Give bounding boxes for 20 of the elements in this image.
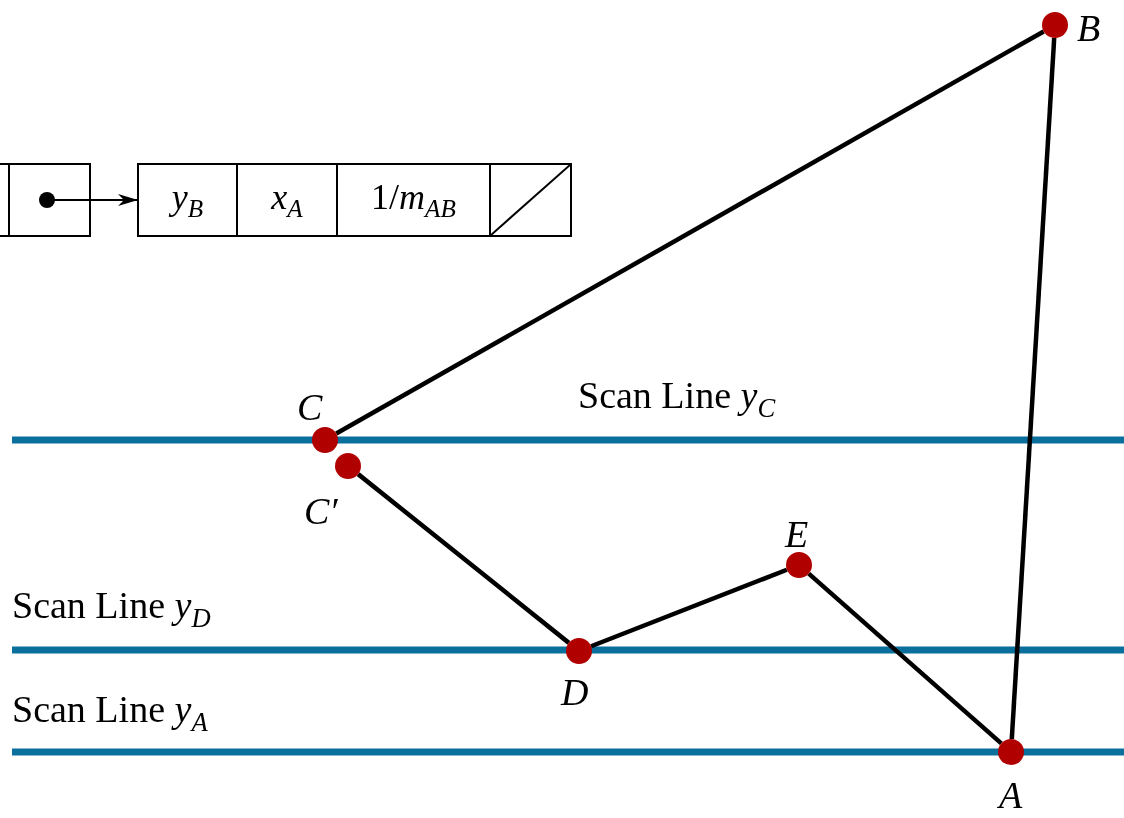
scan-line-label: Scan Line y$_{A}$ [12,690,208,736]
list-field-cell: y$_{B}$ [137,163,238,237]
vertex-label: A [999,776,1023,814]
null-pointer-cell [489,163,572,237]
polygon-edge [807,571,1003,746]
vertex-label: E [785,515,809,553]
list-field-cell: x$_{A}$ [236,163,338,237]
polygon-edge [335,29,1045,436]
vertex-label: B [1077,9,1101,47]
polygon-edge [590,567,788,649]
pointer-arrow [90,194,138,206]
scan-line-label: Scan Line y$_{C}$ [578,376,776,422]
polygon-edge [356,472,571,645]
vertex-label: C′ [304,492,338,530]
list-field-cell: 1/m$_{AB}$ [336,163,491,237]
scan-line-label: Scan Line y$_{D}$ [12,586,211,632]
polygon-edge [1009,37,1057,740]
pointer-cell [8,163,91,237]
vertex-label: C [297,388,323,426]
vertex-label: D [561,673,589,711]
